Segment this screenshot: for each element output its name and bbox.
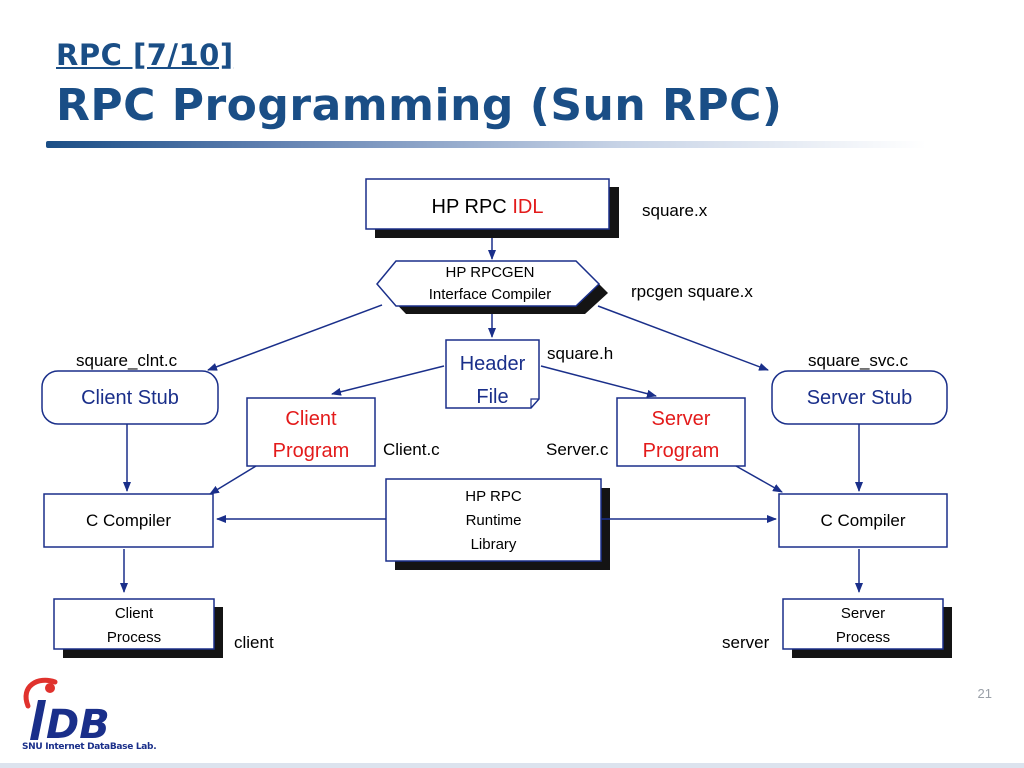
- client-process-line2: Process: [106, 629, 162, 646]
- rpcgen-label: HP RPCGEN Interface Compiler: [380, 262, 600, 306]
- server-process-label: Server Process: [783, 602, 943, 650]
- server-binary-label: server: [722, 633, 770, 652]
- client-program-line2: Program: [272, 440, 350, 462]
- arrow-header-to-client-program: [331, 365, 445, 396]
- client-program-line1: Client: [285, 408, 337, 430]
- arrow-header-to-server-program: [540, 365, 657, 398]
- client-stub-file-label: square_clnt.c: [76, 351, 178, 370]
- bottom-bar: [0, 763, 1024, 768]
- right-c-compiler-label: C Compiler: [820, 511, 906, 530]
- server-process-box: [782, 598, 952, 658]
- server-stub-label: Server Stub: [806, 387, 913, 409]
- idl-box-label: HP RPC IDL: [366, 195, 609, 219]
- arrow-rpcgen-to-server-stub: [597, 305, 769, 371]
- rpcgen-line2: Interface Compiler: [428, 286, 552, 303]
- client-process-box: [53, 598, 223, 658]
- right-c-compiler-box: [778, 493, 948, 548]
- client-stub-box: [41, 370, 219, 425]
- client-program-file-label: Client.c: [383, 440, 440, 459]
- slide-title: RPC Programming (Sun RPC): [56, 80, 783, 131]
- idl-highlight: IDL: [512, 196, 544, 218]
- server-program-label: Server Program: [617, 403, 745, 467]
- slide-subtitle: RPC [7/10]: [56, 38, 234, 72]
- logo-caption: SNU Internet DataBase Lab.: [22, 742, 157, 752]
- idb-logo: DB: [23, 677, 110, 748]
- idl-box: [365, 178, 619, 238]
- title-underline: [46, 141, 926, 148]
- rpcgen-box: [376, 260, 608, 314]
- rpcgen-command-label: rpcgen square.x: [631, 282, 753, 301]
- client-binary-label: client: [234, 633, 274, 652]
- client-program-label: Client Program: [247, 403, 375, 467]
- idl-file-label: square.x: [642, 201, 708, 220]
- page-number: 21: [977, 686, 992, 701]
- runtime-line3: Library: [470, 536, 517, 553]
- server-program-line2: Program: [642, 440, 720, 462]
- header-file-box: [445, 339, 540, 409]
- runtime-line1: HP RPC: [465, 488, 522, 505]
- client-stub-label: Client Stub: [81, 387, 179, 409]
- runtime-library-label: HP RPC Runtime Library: [386, 485, 601, 557]
- runtime-library-box: [385, 478, 610, 570]
- idl-prefix: HP RPC: [431, 196, 513, 218]
- client-process-label: Client Process: [54, 602, 214, 650]
- server-program-line1: Server: [651, 408, 711, 430]
- rpcgen-line1: HP RPCGEN: [445, 264, 535, 281]
- runtime-line2: Runtime: [465, 512, 522, 529]
- client-process-line1: Client: [114, 605, 154, 622]
- arrow-client-program-to-compiler: [209, 465, 257, 495]
- server-stub-file-label: square_svc.c: [808, 351, 909, 370]
- server-process-line1: Server: [840, 605, 886, 622]
- left-c-compiler-box: [43, 493, 214, 548]
- left-c-compiler-label: C Compiler: [85, 511, 172, 530]
- server-program-file-label: Server.c: [546, 440, 609, 459]
- server-process-line2: Process: [835, 629, 891, 646]
- arrow-rpcgen-to-client-stub: [207, 304, 383, 371]
- header-file-name-label: square.h: [547, 344, 614, 363]
- server-program-box: [616, 397, 746, 467]
- header-line1: Header: [459, 353, 526, 375]
- client-program-box: [246, 397, 376, 467]
- header-line2: File: [476, 386, 509, 408]
- logo-mark: DB: [46, 702, 110, 748]
- header-file-label: Header File: [446, 348, 539, 414]
- arrow-server-program-to-compiler: [735, 465, 783, 493]
